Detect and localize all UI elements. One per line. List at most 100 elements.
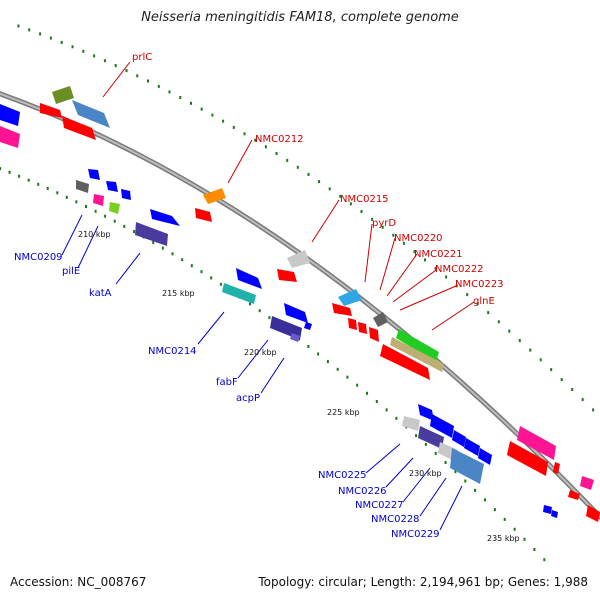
- gc-dot: [268, 316, 271, 320]
- gc-dot: [200, 107, 203, 111]
- gc-dot: [75, 200, 78, 204]
- map-title: Neisseria meningitidis FAM18, complete g…: [141, 10, 459, 25]
- gc-dot: [424, 442, 427, 446]
- gene-red-arrow: [553, 462, 560, 474]
- gene-red-arrow: [195, 208, 212, 222]
- gene-red-arrow: [332, 303, 352, 316]
- gc-dot: [533, 548, 536, 551]
- gc-dot: [402, 241, 405, 245]
- gene-red-arrow: [40, 103, 62, 118]
- gc-dot: [275, 152, 278, 155]
- gene-label-outer: pyrD: [372, 218, 396, 229]
- gc-dot: [543, 558, 546, 562]
- gc-dot: [71, 45, 74, 49]
- gc-dot: [136, 74, 139, 78]
- gc-dot: [375, 400, 378, 403]
- tick-label: 220 kbp: [244, 348, 277, 357]
- gene-label-outer: NMC0212: [255, 134, 304, 145]
- gc-dot: [523, 537, 526, 541]
- gc-dot: [349, 202, 352, 206]
- gene-blue: [284, 303, 308, 323]
- gc-dot: [113, 219, 116, 223]
- gc-dot: [147, 79, 149, 83]
- gc-dot: [508, 329, 511, 333]
- gc-dot: [114, 64, 117, 68]
- gc-dot: [317, 352, 320, 356]
- gc-dot: [222, 119, 225, 123]
- gc-dot: [581, 398, 584, 402]
- gc-dot: [8, 170, 11, 174]
- gene-NMC0225: [402, 416, 420, 431]
- gene-glnE-green: [396, 329, 439, 362]
- gc-dot: [529, 348, 532, 352]
- gc-dot: [326, 360, 329, 364]
- gc-dot: [123, 224, 126, 228]
- gc-dot: [444, 461, 447, 464]
- gene-blue: [452, 430, 466, 447]
- gene-label-outer: NMC0220: [394, 233, 443, 244]
- gc-dot: [179, 96, 182, 99]
- inner-features: [0, 104, 558, 518]
- gc-dot: [258, 309, 261, 313]
- gc-dot: [171, 252, 174, 256]
- gc-dot: [550, 368, 553, 372]
- gene-blue: [304, 322, 312, 330]
- gene-glnE-tan: [390, 337, 444, 372]
- gene-pink: [580, 476, 594, 490]
- gc-dot: [103, 59, 106, 63]
- gene-blue: [478, 448, 492, 465]
- gc-dot: [339, 194, 342, 198]
- gc-dot: [152, 241, 155, 244]
- gene-pink: [517, 426, 556, 460]
- gc-dot: [356, 383, 359, 387]
- gc-dot: [286, 158, 289, 162]
- gc-dot: [168, 90, 171, 94]
- gene-blue: [88, 169, 100, 180]
- gc-dot: [125, 69, 128, 73]
- gc-dot: [513, 527, 516, 531]
- gc-dot: [395, 416, 398, 420]
- gene-label-outer: glnE: [473, 296, 495, 307]
- gc-dot: [474, 488, 477, 492]
- gc-dot: [503, 517, 506, 521]
- gene-pyrD: [338, 289, 362, 306]
- gene-NMC0215: [287, 250, 310, 268]
- gc-dot: [27, 178, 30, 182]
- gene-katA-blue: [150, 209, 180, 226]
- gc-dot: [104, 214, 107, 218]
- gene-label-inner: acpP: [236, 393, 260, 404]
- tick-label: 235 kbp: [487, 534, 520, 543]
- gc-dot: [39, 32, 42, 36]
- gene-blue: [106, 181, 118, 192]
- gene-prlC-module: [52, 86, 74, 104]
- gene-label-inner: pilE: [62, 266, 80, 277]
- gene-red-arrow: [62, 116, 96, 140]
- gc-dot: [210, 276, 213, 280]
- gc-dot: [381, 225, 384, 229]
- gc-dot: [493, 508, 496, 512]
- gene-katA-purple: [135, 222, 168, 246]
- gene-label-inner: NMC0225: [318, 470, 367, 481]
- gc-dot: [464, 479, 467, 483]
- gene-label-inner: NMC0226: [338, 486, 387, 497]
- gc-dot: [560, 378, 563, 381]
- gc-dot: [336, 367, 339, 371]
- gc-dot: [318, 180, 321, 184]
- tick-label: 215 kbp: [162, 289, 195, 298]
- gc-dot: [264, 145, 267, 149]
- gene-acpP: [290, 333, 300, 342]
- gc-dot: [82, 49, 85, 53]
- gc-dot: [46, 187, 49, 190]
- gc-dot: [484, 498, 486, 502]
- gene-red-arrow: [358, 322, 367, 334]
- gc-dot: [328, 187, 331, 191]
- gene-green: [109, 202, 120, 214]
- gene-red-arrow: [568, 490, 580, 500]
- gc-dot: [571, 388, 574, 391]
- gc-dot-tracks: [0, 24, 595, 562]
- tick-label: 230 kbp: [409, 469, 442, 478]
- gc-dot: [592, 408, 595, 412]
- gene-red-arrow: [507, 441, 548, 476]
- gc-dot: [37, 182, 40, 186]
- gc-dot: [249, 302, 251, 306]
